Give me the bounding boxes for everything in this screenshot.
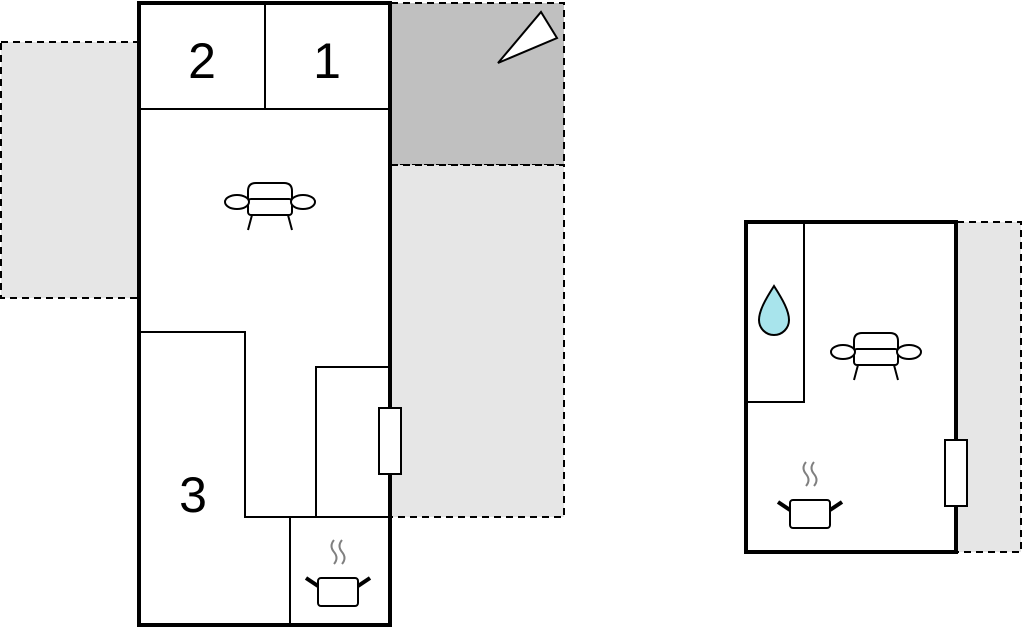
cooking-pot-icon	[304, 539, 372, 607]
compass-arrow-icon	[497, 10, 559, 64]
room-label-1: 1	[313, 33, 341, 89]
main-building	[137, 1, 392, 627]
room-label-2: 2	[188, 33, 216, 89]
terrace-right-bottom	[390, 164, 565, 518]
room-label-3: 3	[179, 467, 207, 523]
annex-building	[744, 220, 958, 554]
water-drop-icon	[757, 284, 791, 336]
radiator-icon	[378, 407, 402, 475]
sofa-icon	[224, 182, 316, 231]
terrace-left	[0, 41, 140, 299]
sofa-icon	[830, 332, 922, 381]
cooking-pot-icon	[776, 461, 844, 529]
radiator-icon	[944, 439, 968, 507]
